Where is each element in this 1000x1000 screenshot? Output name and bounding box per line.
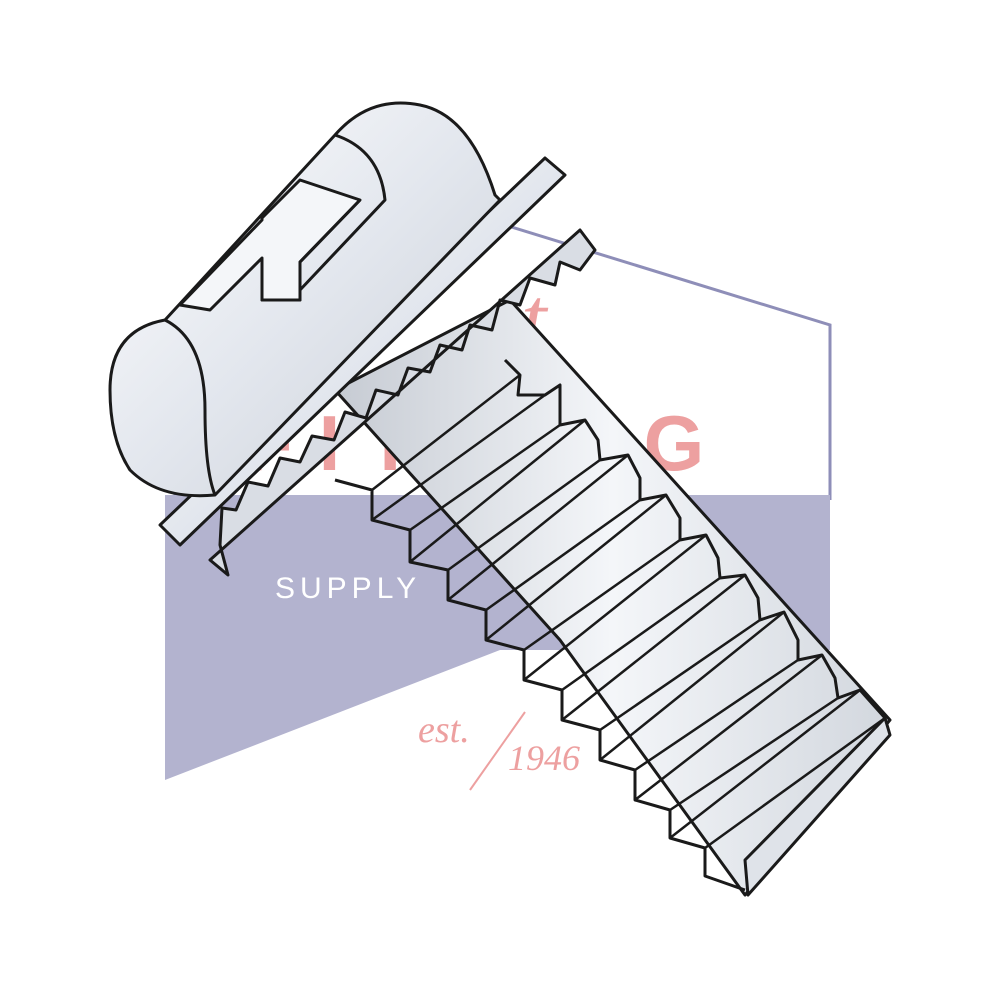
hex-head (108, 101, 502, 498)
hex-head-facet-top (298, 133, 387, 292)
watermark-est-label: est. (418, 709, 470, 751)
screw-thread-edge-left (334, 478, 746, 892)
watermark-year: 1946 (508, 738, 580, 778)
screw-slot-edge (260, 198, 362, 302)
lock-washer (208, 228, 597, 577)
hex-washer-head-slotted-screw-icon (108, 101, 892, 897)
hex-head-facet (164, 318, 217, 496)
screw-tip (743, 716, 892, 897)
screw-thread-lines (371, 374, 886, 850)
watermark-tagline: SUPPLY (275, 572, 421, 605)
watermark-slash (469, 711, 526, 791)
